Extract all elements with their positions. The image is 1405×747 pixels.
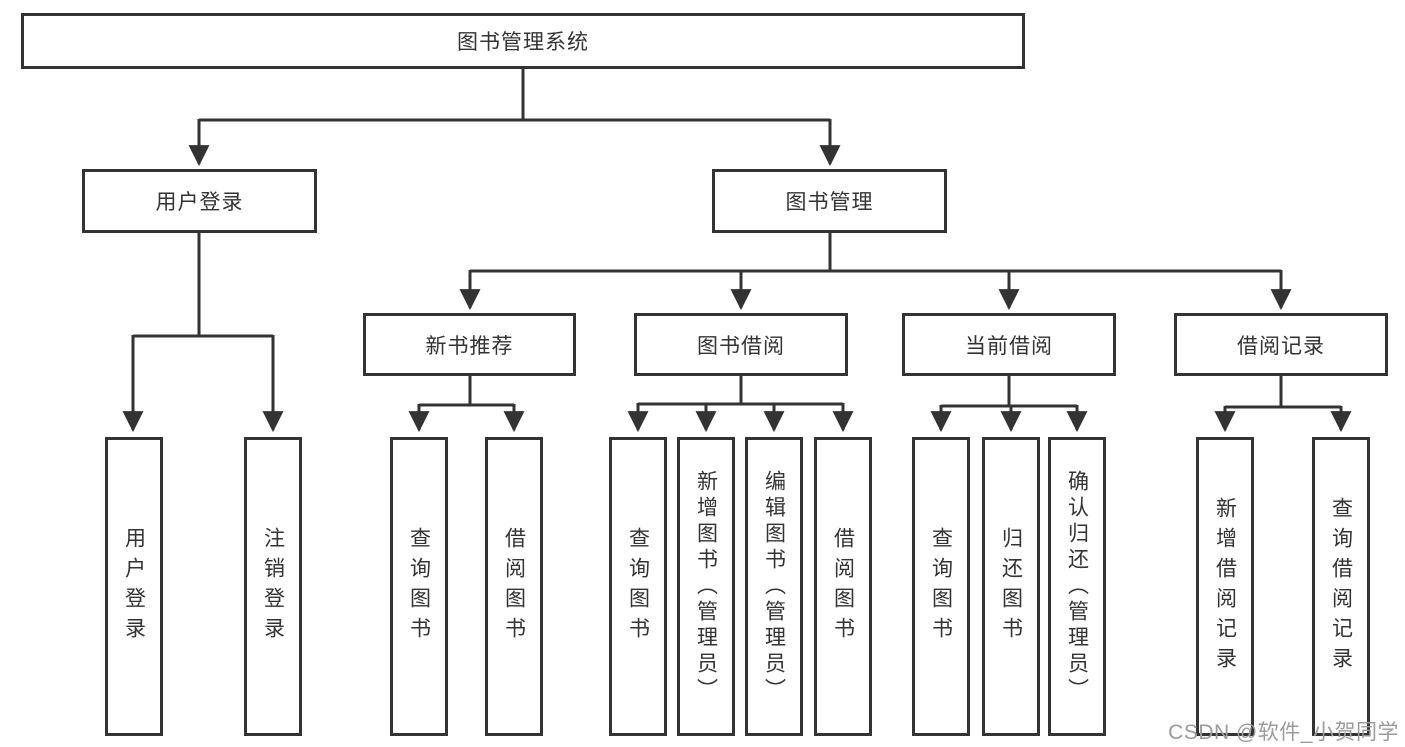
leaf-label: 新增借阅记录 <box>1213 496 1237 677</box>
leaf-borrow-books: 借阅图书 <box>814 437 872 736</box>
leaf-label: 用户登录 <box>122 526 146 647</box>
node-book-borrow: 图书借阅 <box>634 313 848 376</box>
node-new-book-recommend: 新书推荐 <box>363 313 576 376</box>
leaf-query-borrow-record: 查询借阅记录 <box>1312 437 1370 736</box>
leaf-query-books: 查询图书 <box>390 437 448 736</box>
leaf-label: 借阅图书 <box>502 526 526 647</box>
node-user-login: 用户登录 <box>82 169 317 233</box>
node-system-root: 图书管理系统 <box>21 13 1025 69</box>
node-label: 图书管理 <box>785 191 874 214</box>
leaf-label: 确认归还（管理员） <box>1065 469 1089 704</box>
node-label: 新书推荐 <box>425 334 514 358</box>
leaf-label: 查询图书 <box>407 526 431 647</box>
leaf-edit-books-admin: 编辑图书（管理员） <box>745 437 803 736</box>
node-label: 图书借阅 <box>697 334 785 358</box>
node-book-management: 图书管理 <box>712 169 947 233</box>
node-label: 用户登录 <box>155 191 244 214</box>
leaf-label: 查询借阅记录 <box>1329 496 1353 677</box>
leaf-add-borrow-record: 新增借阅记录 <box>1196 437 1254 736</box>
leaf-label: 注销登录 <box>261 526 285 647</box>
leaf-label: 归还图书 <box>999 526 1023 647</box>
leaf-label: 借阅图书 <box>831 526 855 647</box>
leaf-confirm-return-admin: 确认归还（管理员） <box>1048 437 1106 736</box>
leaf-label: 查询图书 <box>626 526 650 647</box>
csdn-watermark: CSDN @软件_小贺同学 <box>1168 721 1399 744</box>
node-current-borrow: 当前借阅 <box>902 313 1116 376</box>
leaf-query-books: 查询图书 <box>912 437 970 736</box>
leaf-add-books-admin: 新增图书（管理员） <box>677 437 735 736</box>
leaf-return-books: 归还图书 <box>982 437 1040 736</box>
node-label: 当前借阅 <box>965 334 1053 358</box>
leaf-label: 编辑图书（管理员） <box>762 469 786 704</box>
leaf-query-books: 查询图书 <box>609 437 667 736</box>
leaf-label: 新增图书（管理员） <box>694 469 718 704</box>
node-label: 图书管理系统 <box>457 31 589 54</box>
leaf-logout: 注销登录 <box>244 437 302 736</box>
node-borrow-record: 借阅记录 <box>1174 313 1388 376</box>
leaf-borrow-books: 借阅图书 <box>485 437 543 736</box>
leaf-label: 查询图书 <box>929 526 953 647</box>
node-label: 借阅记录 <box>1237 334 1325 358</box>
leaf-user-login: 用户登录 <box>105 437 163 736</box>
